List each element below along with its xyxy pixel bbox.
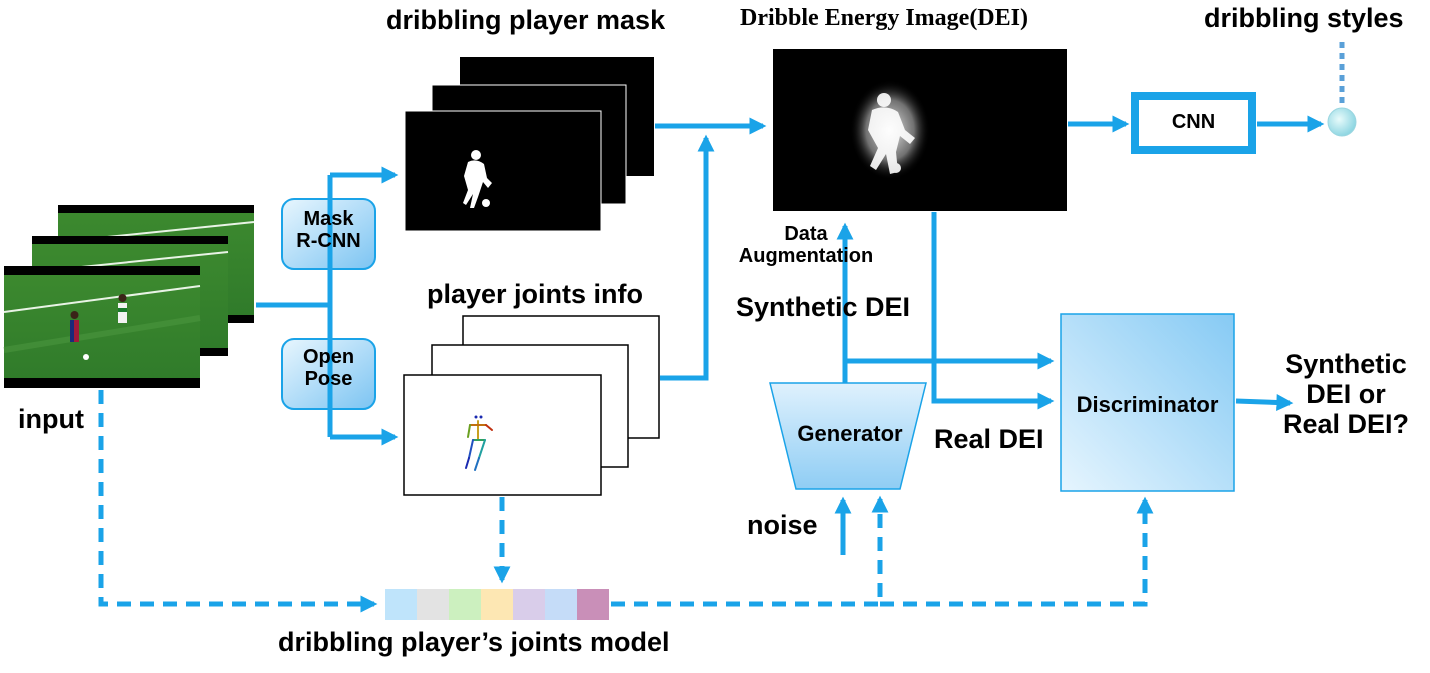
joints-model-cell [417, 589, 449, 620]
real-dei-label: Real DEI [934, 424, 1044, 454]
joints-model-cell [385, 589, 417, 620]
player-silhouette [463, 150, 492, 208]
dribbling-style-ball-icon [1327, 107, 1357, 137]
mask-stack [404, 57, 654, 232]
generator-label: Generator [797, 421, 903, 446]
discriminator-box [1060, 313, 1235, 492]
mask-title: dribbling player mask [386, 5, 666, 35]
joints-title: player joints info [427, 279, 644, 309]
synthetic-dei-label: Synthetic DEI [736, 292, 911, 322]
joints-model-label: dribbling player’s joints model [278, 627, 670, 657]
mask-rcnn-label: Mask R-CNN [296, 208, 361, 253]
joints-model-cell [481, 589, 513, 620]
joints-model-cell [577, 589, 609, 620]
noise-label: noise [747, 510, 818, 540]
dei-title: Dribble Energy Image(DEI) [740, 5, 1028, 31]
joints-model-cell [545, 589, 577, 620]
joints-model-strip [385, 589, 609, 620]
generator-box [769, 382, 927, 490]
discriminator-label: Discriminator [1076, 392, 1219, 417]
skeleton [465, 415, 493, 471]
input-frame-front [3, 266, 201, 388]
input-label: input [18, 404, 84, 434]
data-augmentation-label: Data Augmentation [738, 223, 874, 268]
cnn-box [1131, 92, 1256, 154]
cnn-label: CNN [1171, 111, 1216, 133]
joints-stack [403, 315, 660, 496]
solid-arrows [256, 115, 1325, 555]
openpose-label: Open Pose [302, 346, 355, 391]
input-frames [3, 205, 255, 388]
joints-model-cell [449, 589, 481, 620]
output-question-label: Synthetic DEI or Real DEI? [1282, 349, 1410, 440]
styles-title: dribbling styles [1204, 3, 1404, 33]
joints-model-cell [513, 589, 545, 620]
dashed-arrows [98, 390, 1154, 613]
dei-image [773, 49, 1067, 211]
